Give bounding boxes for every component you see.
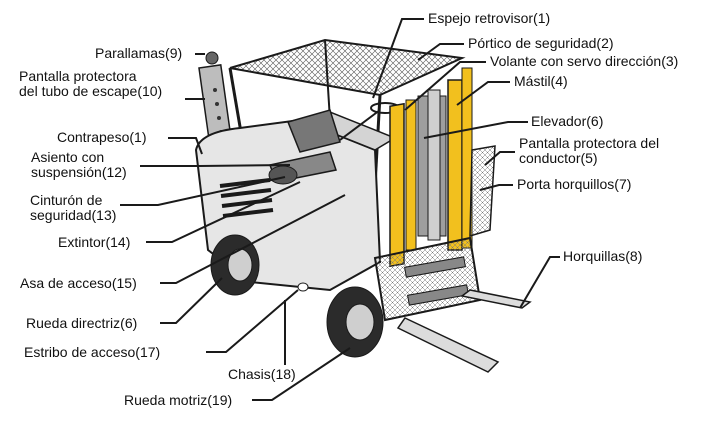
leader-rueda-directriz [160, 277, 223, 324]
label-cinturon-line2: seguridad(13) [30, 207, 117, 223]
leader-estribo [206, 289, 299, 353]
label-portico-seguridad: Pórtico de seguridad(2) [468, 35, 614, 51]
label-asiento: Asiento con suspensión(12) [31, 150, 127, 180]
label-pantalla-escape-line1: Pantalla protectora [19, 68, 137, 84]
leader-asa [160, 194, 346, 284]
leader-rueda-motriz [252, 347, 351, 401]
leader-portico [417, 43, 464, 61]
label-cinturon: Cinturón de seguridad(13) [30, 193, 116, 223]
label-extintor: Extintor(14) [58, 234, 131, 250]
label-horquillas: Horquillas(8) [563, 248, 643, 264]
leader-horquillas [519, 256, 560, 309]
label-porta-horquillos: Porta horquillos(7) [517, 176, 632, 192]
label-asiento-line2: suspensión(12) [31, 164, 127, 180]
label-asa-acceso: Asa de acceso(15) [20, 275, 137, 291]
label-cinturon-line1: Cinturón de [30, 192, 103, 208]
leader-lines [120, 18, 560, 401]
label-estribo-acceso: Estribo de acceso(17) [24, 344, 161, 360]
label-asiento-line1: Asiento con [31, 149, 105, 165]
leader-porta [479, 184, 513, 191]
label-rueda-motriz: Rueda motriz(19) [124, 392, 233, 408]
forks [396, 289, 532, 373]
seat-and-steering [268, 102, 400, 185]
carriage [373, 236, 482, 322]
label-pantalla-escape: Pantalla protectora del tubo de escape(1… [19, 69, 162, 99]
wheels [210, 234, 384, 358]
leader-pantalla-conductor [484, 151, 515, 166]
mast [389, 67, 473, 268]
leader-asiento [140, 164, 291, 167]
leader-elevador [423, 121, 528, 139]
leader-cinturon [120, 176, 286, 206]
leader-espejo [372, 18, 424, 99]
label-parallamas: Parallamas(9) [95, 45, 183, 61]
leader-volante [404, 61, 486, 111]
leader-extintor [146, 181, 301, 243]
label-pantalla-conductor-line2: conductor(5) [519, 150, 598, 166]
label-elevador: Elevador(6) [531, 113, 604, 129]
label-volante: Volante con servo dirección(3) [490, 53, 679, 69]
driver-screen [469, 145, 496, 238]
label-chasis: Chasis(18) [228, 366, 296, 382]
label-mastil: Mástil(4) [514, 73, 568, 89]
label-contrapeso: Contrapeso(1) [57, 129, 147, 145]
label-pantalla-conductor-line1: Pantalla protectora del [519, 135, 660, 151]
label-pantalla-escape-line2: del tubo de escape(10) [19, 83, 163, 99]
label-espejo-retrovisor: Espejo retrovisor(1) [428, 10, 551, 26]
leader-mastil [456, 81, 510, 106]
label-pantalla-conductor: Pantalla protectora del conductor(5) [519, 136, 659, 166]
leader-contrapeso [168, 137, 203, 155]
label-rueda-directriz: Rueda directriz(6) [26, 315, 138, 331]
